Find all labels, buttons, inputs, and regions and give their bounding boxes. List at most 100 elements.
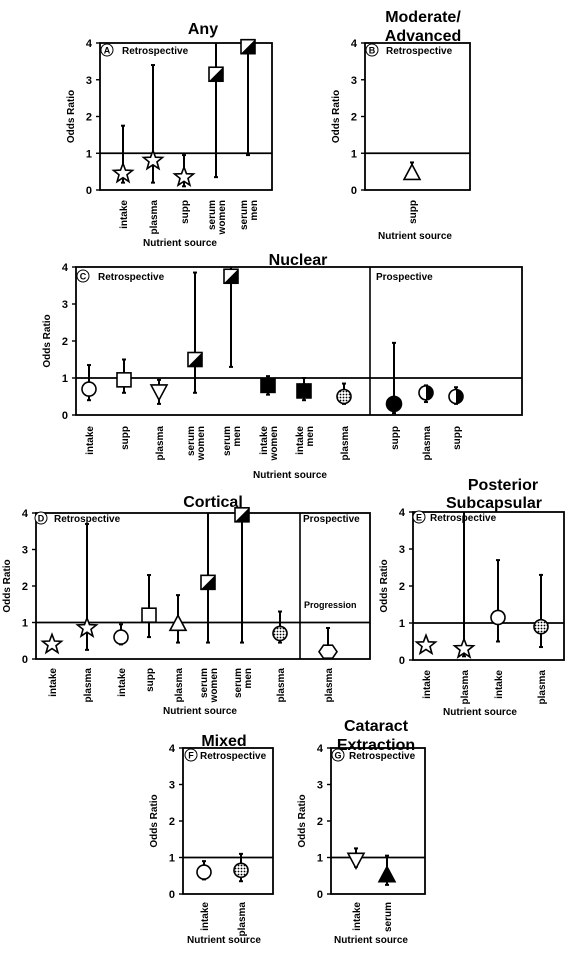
panel-g-plot-frame [330,747,426,895]
panel-c-letter: C [80,272,87,282]
panel-c-marker-square [116,372,132,388]
panel-a-category-label: serummen [239,200,260,230]
panel-e-xlabel: Nutrient source [443,707,517,718]
panel-d-point [141,574,157,639]
panel-b-category-label: supp [408,200,419,224]
panel-c-point [418,384,434,404]
panel-f-category-label: intake [200,902,211,931]
panel-d-title: Cortical [183,494,243,511]
panel-e-marker-star [414,632,438,656]
panel-e-title: Posterior [468,477,538,494]
panel-g-letter: G [334,751,341,761]
panel-f-ytick-label: 1 [169,853,175,865]
panel-c-point [223,267,239,368]
panel-e-category-label-part: intake [422,670,433,699]
panel-d-category-label: supp [145,668,156,692]
panel-c-category-label: intake [85,426,96,455]
panel-a-category-label: intake [119,200,130,229]
panel-a-category-label-part: serum [207,200,218,230]
panel-e-point [452,512,476,659]
panel-c-category-label-part: men [305,426,316,447]
panel-c-category-label-part: plasma [155,426,166,461]
panel-d-point [40,632,64,655]
panel-b-section-label: Retrospective [386,46,453,57]
panel-d-category-label: intake [117,668,128,697]
panel-f-point [196,860,212,881]
panel-b-ylabel: Odds Ratio [331,90,342,143]
panel-g-letter-badge [331,748,345,762]
panel-b-ytick-label: 2 [351,112,357,124]
panel-a-category-label-part: supp [180,200,191,224]
panel-c-point [116,358,132,394]
panel-g-marker-triangle-down [346,852,366,871]
panel-b-letter: B [369,46,376,56]
panel-c-ylabel: Odds Ratio [42,314,53,367]
panel-d-point [234,507,250,644]
panel-g-ytick-label: 1 [317,853,323,865]
panel-a-plot-frame [99,42,273,191]
panel-d-marker-square-half-fill [201,575,215,590]
panel-e-ytick-label: 0 [399,655,405,667]
panel-c-category-label-part: supp [120,426,131,450]
panel-c-category-label-part: men [232,426,243,447]
panel-d-ytick-label: 1 [22,618,28,630]
panel-c-category-label: supp [120,426,131,450]
panel-d-section-label: Prospective [303,514,360,525]
panel-d-category-label-part: intake [48,668,59,697]
panel-a-section-label: Retrospective [122,46,189,57]
panel-d-category-label-part: serum [233,668,244,698]
panel-b-ytick-label: 4 [351,38,358,50]
panel-d-marker-star [40,632,64,655]
panel-g-ytick-label: 4 [317,743,324,755]
panel-d-point [113,623,129,646]
panel-c-marker-circle-half [418,384,434,401]
panel-g-xlabel: Nutrient source [334,935,408,946]
panel-d-category-label: plasma [174,668,185,703]
panel-c-marker-circle-half-fill [456,389,464,404]
panel-f-marker-circle-dotted [233,862,249,879]
panel-b-point [402,161,422,181]
panel-a-point [141,64,165,184]
panel-b-plot-frame [364,42,471,191]
panel-c-category-label-part: women [196,426,207,461]
panel-c-xlabel: Nutrient source [253,470,327,481]
panel-d-marker-square [141,607,157,624]
panel-c-marker-circle-half-fill [426,385,434,400]
panel-c-point [149,378,169,405]
panel-e-ytick-label: 3 [399,544,405,556]
panel-d-category-label-part: women [209,668,220,703]
panel-c-category-label: plasma [155,426,166,461]
panel-b-ytick-label: 0 [351,185,357,197]
panel-a-point [240,38,256,157]
panel-e-marker-star [452,636,476,659]
panel-a-ytick-label: 4 [86,38,93,50]
panel-c-category-label-part: intake [259,426,270,455]
panel-f-section-label: Retrospective [200,751,267,762]
panel-d-marker-circle-dotted [272,625,288,642]
panel-g-ylabel: Odds Ratio [297,794,308,847]
panel-d-category-label-part: men [243,668,254,689]
panel-e-ytick-label: 2 [399,581,405,593]
panel-c-ytick-label: 1 [62,373,68,385]
panel-c-marker-circle [81,381,97,397]
panel-d-category-label-part: plasma [276,668,287,703]
panel-d-ylabel: Odds Ratio [2,559,13,612]
panel-d-category-label-part: supp [145,668,156,692]
panel-d-category-label: serumwomen [199,668,220,704]
panel-e-point [533,573,549,649]
panel-e-category-label: intake [422,670,433,699]
panel-d-ytick-label: 2 [22,581,28,593]
panel-e-category-label: plasma [537,670,548,705]
panel-c-letter-badge [76,269,90,283]
panel-c-marker-circle-dotted [336,388,352,405]
panel-f-ytick-label: 4 [169,743,176,755]
panel-d-category-label-part: intake [117,668,128,697]
panel-d-point [168,594,188,644]
panel-a-category-label: supp [180,200,191,224]
panel-e-marker-circle-dotted [533,618,549,635]
panel-e-category-label-part: intake [494,670,505,699]
panel-c-marker-square-half-fill [188,352,202,367]
